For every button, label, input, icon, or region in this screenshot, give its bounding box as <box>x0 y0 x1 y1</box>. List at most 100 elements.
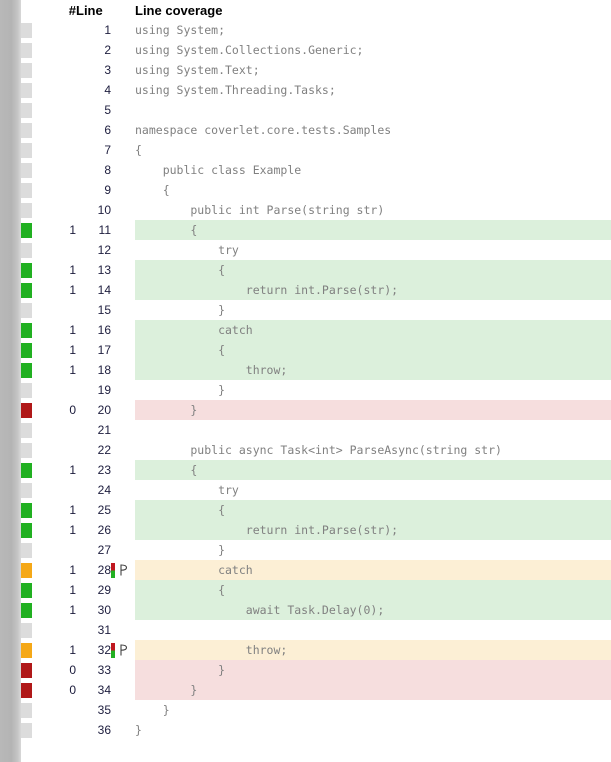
source-code-line: await Task.Delay(0); <box>135 600 611 620</box>
line-status-indicator <box>21 160 48 180</box>
line-number: 36 <box>97 723 111 737</box>
header-hit-count: # <box>68 2 76 18</box>
line-status-indicator <box>21 460 48 480</box>
branch-coverage-cell <box>111 100 135 120</box>
source-code-line <box>135 420 611 440</box>
branch-coverage-cell <box>111 620 135 640</box>
line-number: 12 <box>97 243 111 257</box>
source-code-line: using System.Collections.Generic; <box>135 43 364 57</box>
status-bar-neutral <box>21 622 32 638</box>
line-number: 9 <box>104 183 111 197</box>
line-status-indicator <box>21 600 48 620</box>
line-number: 16 <box>97 323 111 337</box>
left-edge-scroll-strip[interactable] <box>0 0 21 762</box>
line-number: 7 <box>104 143 111 157</box>
line-status-indicator <box>21 220 48 240</box>
branch-indicator[interactable] <box>111 642 129 658</box>
line-number: 5 <box>104 103 111 117</box>
status-bar-covered <box>21 342 32 358</box>
source-code-line: } <box>135 303 226 317</box>
line-number: 27 <box>97 543 111 557</box>
hit-count <box>48 440 76 460</box>
line-status-indicator <box>21 40 48 60</box>
source-code-line: namespace coverlet.core.tests.Samples <box>135 123 392 137</box>
line-number: 6 <box>104 123 111 137</box>
header-line-coverage: Line coverage <box>135 2 223 18</box>
source-code-line: { <box>135 340 611 360</box>
line-status-indicator <box>21 420 48 440</box>
status-bar-partial <box>21 642 32 658</box>
status-bar-neutral <box>21 62 32 78</box>
hit-count <box>48 120 76 140</box>
status-bar-neutral <box>21 702 32 718</box>
line-status-indicator <box>21 620 48 640</box>
code-line-row: 24 try <box>21 480 611 500</box>
hit-count <box>48 420 76 440</box>
source-code-line <box>135 100 611 120</box>
branch-coverage-cell <box>111 360 135 380</box>
code-line-row: 21 <box>21 420 611 440</box>
source-code-line: using System.Threading.Tasks; <box>135 83 336 97</box>
source-code-line: public class Example <box>135 163 302 177</box>
line-number: 28 <box>97 563 111 577</box>
line-number: 11 <box>98 223 111 237</box>
line-number: 14 <box>97 283 111 297</box>
hit-count <box>48 300 76 320</box>
hit-count <box>48 200 76 220</box>
code-line-row: 22 public async Task<int> ParseAsync(str… <box>21 440 611 460</box>
hit-count: 1 <box>69 363 76 377</box>
branch-split-bar <box>111 562 115 578</box>
hit-count: 1 <box>69 263 76 277</box>
line-status-indicator <box>21 480 48 500</box>
code-line-row: 15 } <box>21 300 611 320</box>
branch-coverage-cell <box>111 560 135 580</box>
line-status-indicator <box>21 320 48 340</box>
source-code-line: } <box>135 543 226 557</box>
line-number: 25 <box>97 503 111 517</box>
branch-icon[interactable] <box>118 563 129 577</box>
branch-coverage-cell <box>111 660 135 680</box>
line-status-indicator <box>21 260 48 280</box>
code-line-row: 7{ <box>21 140 611 160</box>
branch-coverage-cell <box>111 440 135 460</box>
branch-coverage-cell <box>111 380 135 400</box>
line-status-indicator <box>21 580 48 600</box>
source-code-line <box>135 620 611 640</box>
status-bar-neutral <box>21 442 32 458</box>
branch-indicator[interactable] <box>111 562 129 578</box>
source-code-line: { <box>135 500 611 520</box>
source-code-line: } <box>135 400 611 420</box>
source-code-line: try <box>135 483 239 497</box>
status-bar-uncovered <box>21 402 32 418</box>
hit-count: 1 <box>69 523 76 537</box>
line-number: 24 <box>97 483 111 497</box>
source-code-line: return int.Parse(str); <box>135 520 611 540</box>
status-bar-neutral <box>21 302 32 318</box>
code-line-row: 19 } <box>21 380 611 400</box>
line-status-indicator <box>21 380 48 400</box>
status-bar-covered <box>21 502 32 518</box>
code-line-row: 6 namespace coverlet.core.tests.Samples <box>21 120 611 140</box>
source-code-line: } <box>135 703 170 717</box>
hit-count <box>48 700 76 720</box>
branch-icon[interactable] <box>118 643 129 657</box>
line-status-indicator <box>21 520 48 540</box>
line-status-indicator <box>21 660 48 680</box>
line-number: 31 <box>97 623 111 637</box>
line-number: 34 <box>97 683 111 697</box>
branch-coverage-cell <box>111 400 135 420</box>
line-status-indicator <box>21 400 48 420</box>
hit-count <box>48 480 76 500</box>
branch-coverage-cell <box>111 540 135 560</box>
branch-coverage-cell <box>111 200 135 220</box>
line-number: 15 <box>97 303 111 317</box>
source-code-line: using System.Text; <box>135 63 260 77</box>
